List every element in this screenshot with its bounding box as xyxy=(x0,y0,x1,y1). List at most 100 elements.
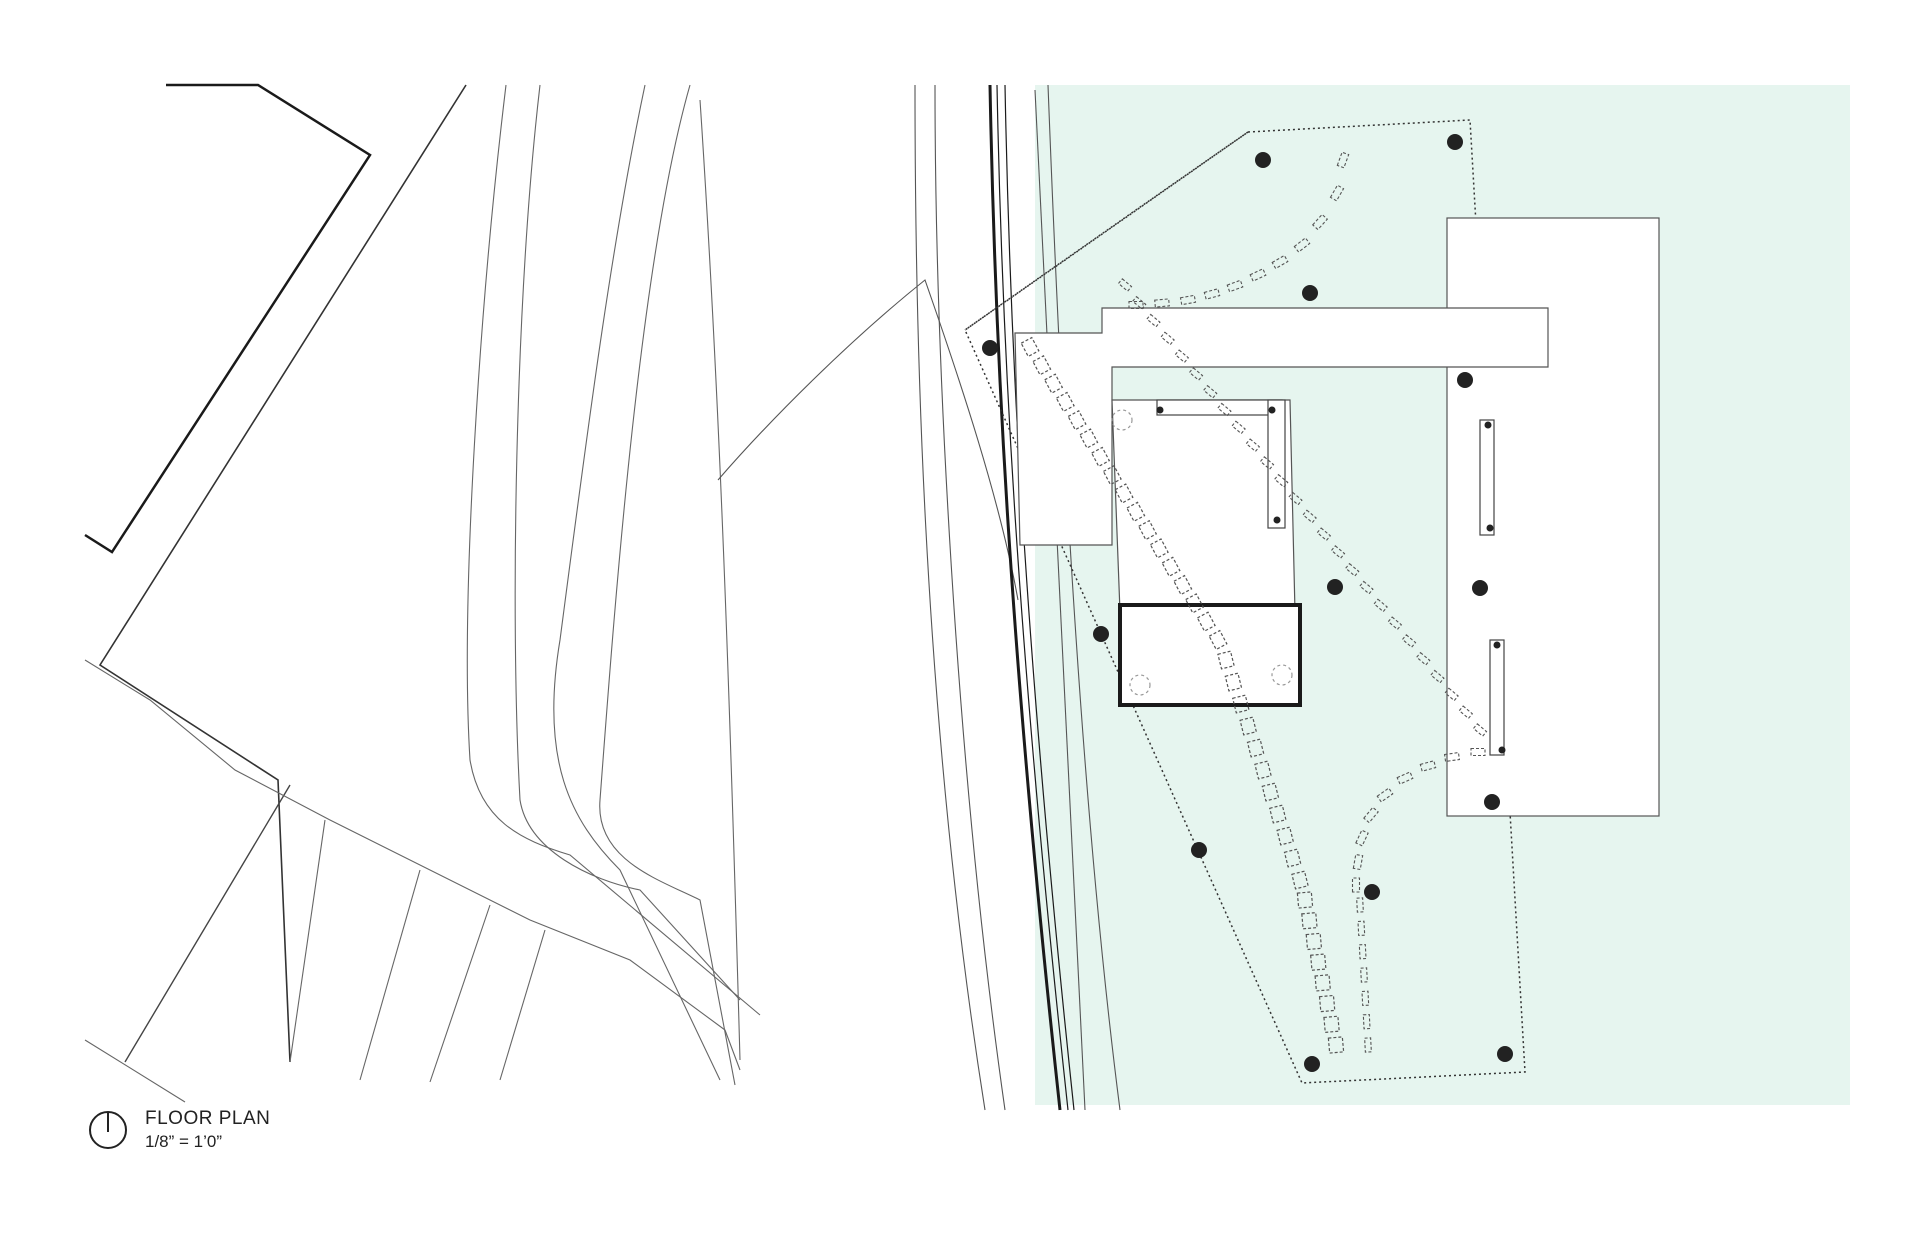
stepping-stone xyxy=(1361,990,1370,1007)
stepping-stone xyxy=(1128,300,1144,310)
stepping-stone xyxy=(1154,298,1170,308)
column xyxy=(1447,134,1463,150)
stepping-stone xyxy=(1401,634,1417,648)
column xyxy=(982,340,998,356)
stepping-stone xyxy=(1305,932,1323,951)
stepping-stone xyxy=(1179,294,1197,306)
stepping-stone xyxy=(1357,920,1366,937)
stepping-stone xyxy=(1387,616,1403,631)
stepping-stone xyxy=(1149,538,1169,559)
stepping-stone xyxy=(1316,527,1332,542)
stepping-stone xyxy=(1301,911,1318,930)
stepping-stone xyxy=(1293,237,1311,253)
stepping-stones-main xyxy=(1020,336,1345,1054)
wall-posts xyxy=(1156,406,1506,754)
stepping-stone xyxy=(1314,974,1331,992)
column xyxy=(1457,372,1473,388)
column xyxy=(1093,626,1109,642)
stepping-stones-curves xyxy=(1128,151,1486,893)
stepping-stone xyxy=(1415,651,1431,666)
stepping-stone xyxy=(1208,629,1228,651)
stepping-stone xyxy=(1020,336,1040,358)
stepping-stone xyxy=(1231,694,1250,714)
column xyxy=(1191,842,1207,858)
stepping-stone xyxy=(1261,782,1280,802)
stepping-stone xyxy=(1376,787,1394,803)
stepping-stone xyxy=(1311,213,1329,231)
stepping-stone xyxy=(1330,545,1346,559)
stepping-stone xyxy=(1079,428,1099,449)
stepping-stone xyxy=(1359,580,1374,595)
dashed-circles xyxy=(1111,409,1293,696)
stepping-stone xyxy=(1364,1037,1372,1053)
stepping-stone xyxy=(1443,751,1461,763)
drawing-title: FLOOR PLAN xyxy=(145,1108,271,1129)
stepping-stone xyxy=(1254,760,1272,780)
column xyxy=(1484,794,1500,810)
stepping-stone xyxy=(1239,716,1258,736)
parking-stripe xyxy=(124,784,291,1063)
stepping-stone xyxy=(1355,829,1369,847)
stepping-stone xyxy=(1032,355,1052,376)
stepping-stone xyxy=(1126,501,1146,523)
stepping-stone xyxy=(1336,151,1350,169)
stepping-stone xyxy=(1470,747,1486,757)
stepping-stone xyxy=(1327,1036,1345,1054)
stepping-stone xyxy=(1302,509,1317,524)
wall-post xyxy=(1156,406,1164,414)
stepping-stone xyxy=(1344,562,1360,577)
north-arrow-icon xyxy=(89,1111,127,1149)
existing-building-outline xyxy=(84,83,372,554)
building-volumes xyxy=(1014,217,1660,817)
column xyxy=(1302,285,1318,301)
stepping-stone xyxy=(1458,705,1474,720)
drawing-scale: 1/8” = 1’0” xyxy=(145,1132,223,1151)
stepping-stone xyxy=(1102,464,1122,486)
stepping-stone xyxy=(1444,687,1459,702)
stepping-stone xyxy=(1055,391,1075,413)
stepping-stone xyxy=(1419,760,1437,772)
stepping-stone xyxy=(1137,519,1158,541)
drawing-legend: FLOOR PLAN 1/8” = 1’0” xyxy=(88,1108,348,1158)
stepping-stone xyxy=(1203,288,1221,300)
contour-lines xyxy=(84,84,761,1103)
stepping-stone xyxy=(1396,771,1414,785)
stepping-stone xyxy=(1472,723,1488,737)
stepping-stone xyxy=(1196,611,1216,632)
column xyxy=(1472,580,1488,596)
stepping-stone xyxy=(1217,650,1235,670)
stepping-stone xyxy=(1090,446,1111,468)
stepping-stone xyxy=(1249,268,1267,282)
stepping-stone xyxy=(1224,672,1243,692)
column xyxy=(1327,579,1343,595)
stepping-stone xyxy=(1291,870,1309,890)
wall-post xyxy=(1493,641,1501,649)
road-edge-lines xyxy=(717,84,1121,1111)
stepping-stone xyxy=(1173,574,1193,596)
stepping-stone xyxy=(1114,483,1134,504)
column xyxy=(1364,884,1380,900)
wall-elements xyxy=(1156,399,1505,756)
stepping-stone xyxy=(1268,804,1287,824)
stepping-stone xyxy=(1373,598,1388,613)
wall-post xyxy=(1268,406,1276,414)
wall-post xyxy=(1486,524,1494,532)
stepping-stone xyxy=(1310,953,1327,971)
stepping-stone xyxy=(1352,853,1364,871)
stepping-stone xyxy=(1329,184,1345,202)
wall-post xyxy=(1273,516,1281,524)
main-room-heavy-outline xyxy=(1118,603,1302,707)
column xyxy=(1304,1056,1320,1072)
columns xyxy=(982,134,1513,1072)
stepping-stone xyxy=(1360,967,1368,983)
stepping-stone xyxy=(1296,891,1314,909)
stepping-stone xyxy=(1323,1015,1340,1034)
stepping-stone xyxy=(1161,556,1181,578)
stepping-stone xyxy=(1043,373,1064,394)
stepping-stone xyxy=(1067,409,1087,431)
wall-post xyxy=(1498,746,1506,754)
stepping-stone xyxy=(1362,1013,1371,1030)
stepping-stone xyxy=(1246,738,1265,758)
stepping-stone xyxy=(1226,279,1244,293)
